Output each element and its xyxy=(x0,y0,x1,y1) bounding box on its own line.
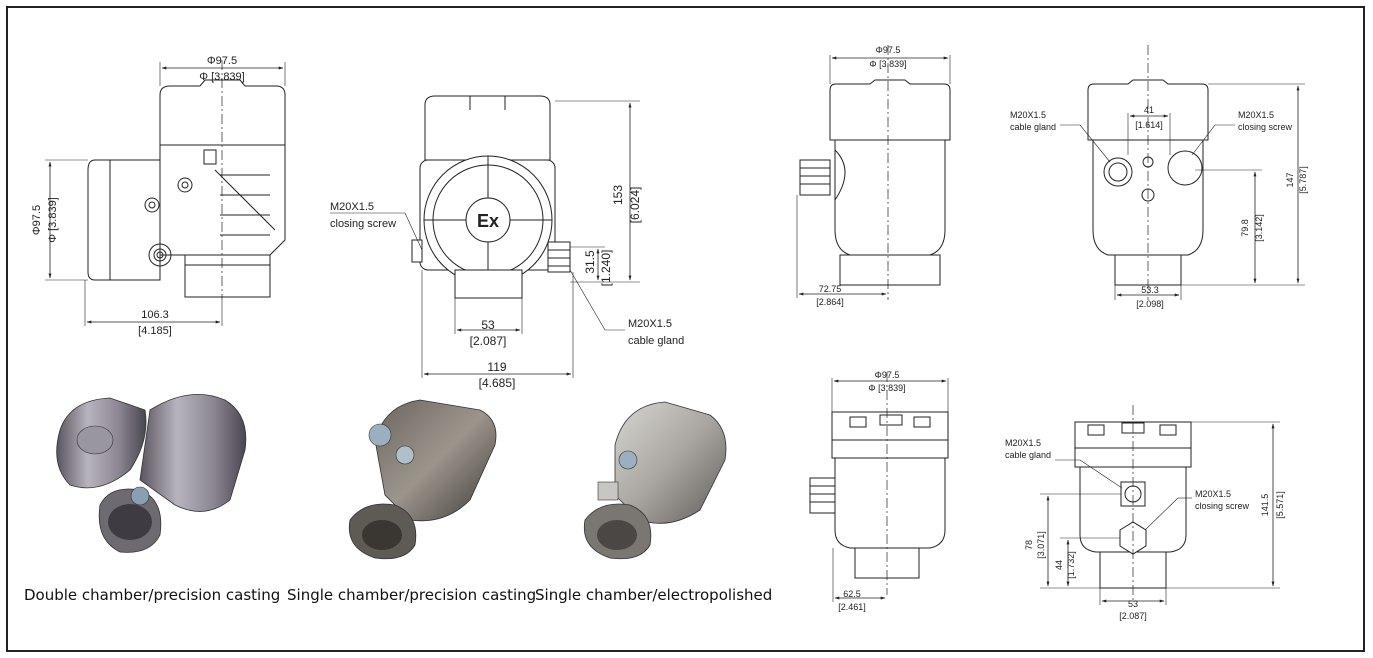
v4-height-in: [5.787] xyxy=(1298,166,1308,194)
v4-spacing-in: [1.614] xyxy=(1135,120,1163,130)
v2-neck: 53 xyxy=(481,318,495,332)
v2-gland-h: 31.5 xyxy=(583,250,597,274)
render-single-chamber-electropolished xyxy=(583,401,727,560)
v4-neck: 53.3 xyxy=(1141,285,1159,295)
v6-neck: 53 xyxy=(1128,599,1138,609)
v2-height: 153 xyxy=(611,185,625,205)
v2-screw-label-1: M20X1.5 xyxy=(330,201,374,213)
v6-neck-in: [2.087] xyxy=(1119,611,1147,621)
v2-total-in: [4.685] xyxy=(479,376,516,390)
v6-height: 141.5 xyxy=(1260,494,1270,517)
v2-gland-label-2: cable gland xyxy=(628,335,684,347)
view-double-chamber-front xyxy=(330,95,640,378)
view-electropolished-front xyxy=(1040,405,1280,605)
render-single-chamber-casting xyxy=(348,399,497,560)
view-single-casting-side xyxy=(796,45,951,300)
v1-width: 106.3 xyxy=(141,309,169,321)
v4-height: 147 xyxy=(1285,172,1295,187)
v4-neck-in: [2.098] xyxy=(1136,299,1164,309)
v4-gland-label-1: M20X1.5 xyxy=(1010,110,1046,120)
v2-total: 119 xyxy=(487,360,506,374)
v4-hole-h-in: [3.142] xyxy=(1254,214,1264,242)
v1-dia-top-in: Φ [3.839] xyxy=(199,71,244,83)
v6-screw-h-in: [1.732] xyxy=(1066,551,1076,579)
v6-gland-label-2: cable gland xyxy=(1005,450,1051,460)
v2-gland-h-in: [1.240] xyxy=(599,250,613,287)
v2-neck-in: [2.087] xyxy=(470,334,507,348)
render-double-chamber-casting xyxy=(56,394,247,553)
v6-screw-label-1: M20X1.5 xyxy=(1195,489,1231,499)
v3-offset: 72.75 xyxy=(819,284,842,294)
v5-offset-in: [2.461] xyxy=(838,602,866,612)
v6-screw-label-2: closing screw xyxy=(1195,501,1250,511)
caption-double-chamber-casting: Double chamber/precision casting xyxy=(24,586,281,604)
v2-height-in: [6.024] xyxy=(628,187,642,224)
v6-gland-h-in: [3.071] xyxy=(1036,531,1046,559)
v2-gland-label-1: M20X1.5 xyxy=(628,318,672,330)
v4-hole-h: 79.8 xyxy=(1240,219,1250,237)
v2-screw-label-2: closing screw xyxy=(330,218,396,230)
v2-emblem: Ex xyxy=(477,211,499,231)
caption-single-chamber-electropolished: Single chamber/electropolished xyxy=(535,586,773,604)
v6-height-in: [5.571] xyxy=(1275,491,1285,519)
caption-single-chamber-casting: Single chamber/precision casting xyxy=(287,586,537,604)
view-electropolished-side xyxy=(809,372,949,602)
v5-offset: 62.5 xyxy=(843,589,861,599)
v1-dia-side-in: Φ [3.839] xyxy=(47,197,59,242)
v4-screw-label-2: closing screw xyxy=(1238,122,1293,132)
v3-dia-in: Φ [3.839] xyxy=(869,59,906,69)
v4-gland-label-2: cable gland xyxy=(1010,122,1056,132)
v3-offset-in: [2.864] xyxy=(816,297,844,307)
v1-dia-top: Φ97.5 xyxy=(207,55,237,67)
v4-spacing: 41 xyxy=(1144,105,1154,115)
v6-gland-label-1: M20X1.5 xyxy=(1005,438,1041,448)
v4-screw-label-1: M20X1.5 xyxy=(1238,110,1274,120)
v5-dia: Φ97.5 xyxy=(875,370,900,380)
view-double-chamber-side xyxy=(45,60,286,326)
v6-screw-h: 44 xyxy=(1054,560,1064,570)
v1-dia-side: Φ97.5 xyxy=(31,205,43,235)
view-single-casting-front xyxy=(1060,45,1305,300)
v1-width-in: [4.185] xyxy=(138,325,172,337)
v5-dia-in: Φ [3.839] xyxy=(868,383,905,393)
v3-dia: Φ97.5 xyxy=(876,45,901,55)
v6-gland-h: 78 xyxy=(1024,540,1034,550)
